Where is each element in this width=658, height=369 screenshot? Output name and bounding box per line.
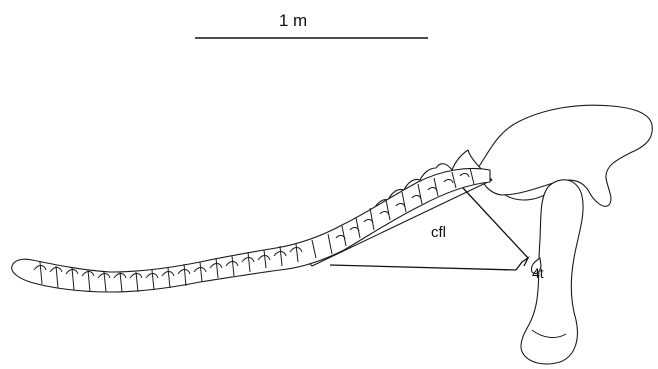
scale-bar: 1 m: [195, 11, 428, 38]
fourth-trochanter-label: 4t: [532, 265, 544, 281]
cfl-arrowhead: [516, 258, 528, 270]
cfl-label: cfl: [431, 224, 446, 241]
scale-bar-label: 1 m: [279, 11, 307, 30]
cfl-line-lower: [330, 265, 516, 270]
caudal-vertebrae: [12, 150, 492, 292]
cfl-line-upper: [463, 188, 528, 258]
femur-outline: [521, 180, 583, 364]
